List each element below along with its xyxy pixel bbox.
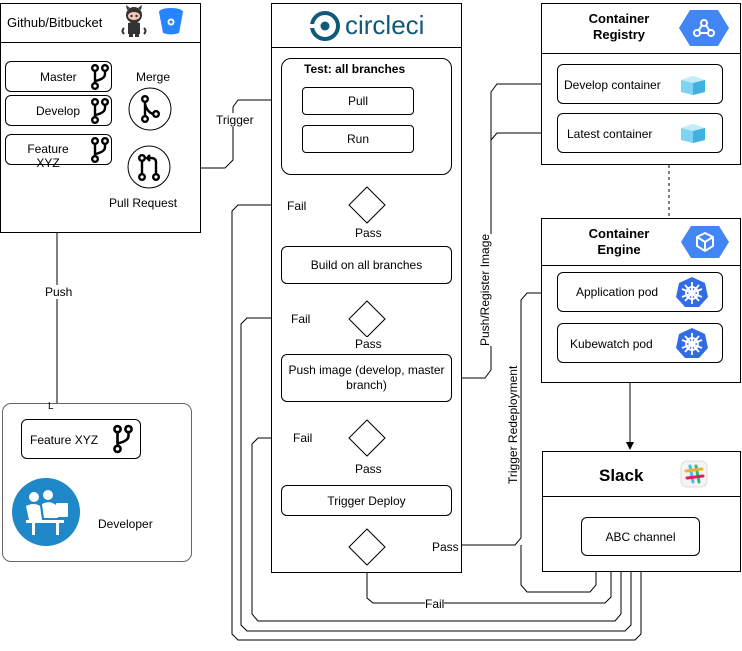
fail-label-push: Fail	[293, 431, 313, 445]
decision-diamond-test	[348, 186, 386, 224]
developer-label: Developer	[98, 517, 153, 531]
push-register-arrow	[452, 80, 555, 379]
build-step[interactable]: Build on all branches	[281, 246, 452, 284]
trigger-arrow	[170, 96, 301, 169]
git-branch-icon	[113, 424, 133, 454]
container-image-icon	[681, 124, 705, 143]
github-octocat-icon	[121, 5, 147, 37]
push-label: Push	[45, 285, 73, 299]
decision-diamond-deploy	[348, 528, 386, 566]
abc-channel[interactable]: ABC channel	[581, 517, 700, 556]
trigger-redeploy-label: Trigger Redeployment	[506, 365, 520, 484]
trigger-deploy-step[interactable]: Trigger Deploy	[281, 485, 452, 516]
pull-request-icon	[127, 145, 171, 189]
kubernetes-icon	[676, 328, 708, 358]
fail-label-deploy: Fail	[425, 597, 445, 611]
test-group	[281, 58, 452, 175]
kubernetes-icon	[676, 277, 708, 307]
fail-label-build: Fail	[291, 312, 311, 326]
developer-icon	[12, 478, 80, 546]
latest-container-label: Latest container	[567, 127, 653, 141]
git-merge-icon	[128, 87, 172, 131]
container-image-icon	[681, 76, 705, 95]
bitbucket-icon	[159, 8, 183, 35]
developer-feature-caret: L	[48, 401, 54, 412]
container-engine-title: Container Engine	[588, 226, 650, 257]
trigger-label: Trigger	[216, 113, 254, 127]
github-title: Github/Bitbucket	[7, 15, 103, 30]
trigger-deploy-step-label: Trigger Deploy	[327, 493, 406, 508]
kubewatch-pod-label: Kubewatch pod	[570, 337, 653, 351]
decision-diamond-build	[348, 300, 386, 338]
fail-label-test: Fail	[287, 199, 307, 213]
gcp-container-registry-icon	[679, 10, 729, 46]
circleci-header	[271, 3, 462, 48]
circleci-logo-text: circleci	[345, 10, 425, 40]
slack-header	[542, 451, 741, 497]
push-image-step[interactable]: Push image (develop, master branch)	[281, 354, 452, 402]
pull-step-label: Pull	[347, 94, 368, 108]
git-branch-icon	[91, 98, 109, 124]
branch-feature-label: Feature XYZ	[27, 142, 69, 170]
slack-icon	[680, 460, 708, 488]
test-group-title: Test: all branches	[304, 62, 406, 76]
git-branch-icon	[91, 64, 109, 90]
pull-request-label: Pull Request	[109, 196, 178, 210]
pass-label-test: Pass	[355, 226, 382, 240]
abc-channel-label: ABC channel	[605, 529, 676, 544]
merge-label: Merge	[136, 70, 171, 84]
pass-label-push: Pass	[355, 462, 382, 476]
pull-step[interactable]: Pull	[302, 87, 414, 115]
developer-feature-branch[interactable]	[21, 419, 141, 459]
branch-master-label: Master	[40, 70, 77, 84]
branch-develop-label: Develop	[36, 104, 81, 118]
circleci-logo-icon	[310, 11, 340, 41]
git-branch-icon	[91, 137, 109, 163]
pass-label-build: Pass	[355, 337, 382, 351]
run-step[interactable]: Run	[302, 125, 414, 153]
build-step-label: Build on all branches	[310, 258, 423, 272]
trigger-redeploy-arrow	[385, 289, 555, 546]
container-registry-title: Container Registry	[588, 11, 650, 42]
run-step-label: Run	[346, 132, 369, 146]
gcp-container-engine-icon	[681, 226, 729, 258]
push-image-step-label: Push image (develop, master branch)	[288, 363, 445, 392]
application-pod-label: Application pod	[576, 285, 659, 299]
develop-container-label: Develop container	[564, 78, 661, 92]
developer-feature-label: Feature XYZ	[30, 433, 99, 447]
push-register-label: Push/Register Image	[478, 233, 492, 346]
decision-diamond-push	[348, 419, 386, 457]
slack-title: Slack	[599, 466, 644, 485]
pass-label-deploy: Pass	[432, 540, 459, 554]
